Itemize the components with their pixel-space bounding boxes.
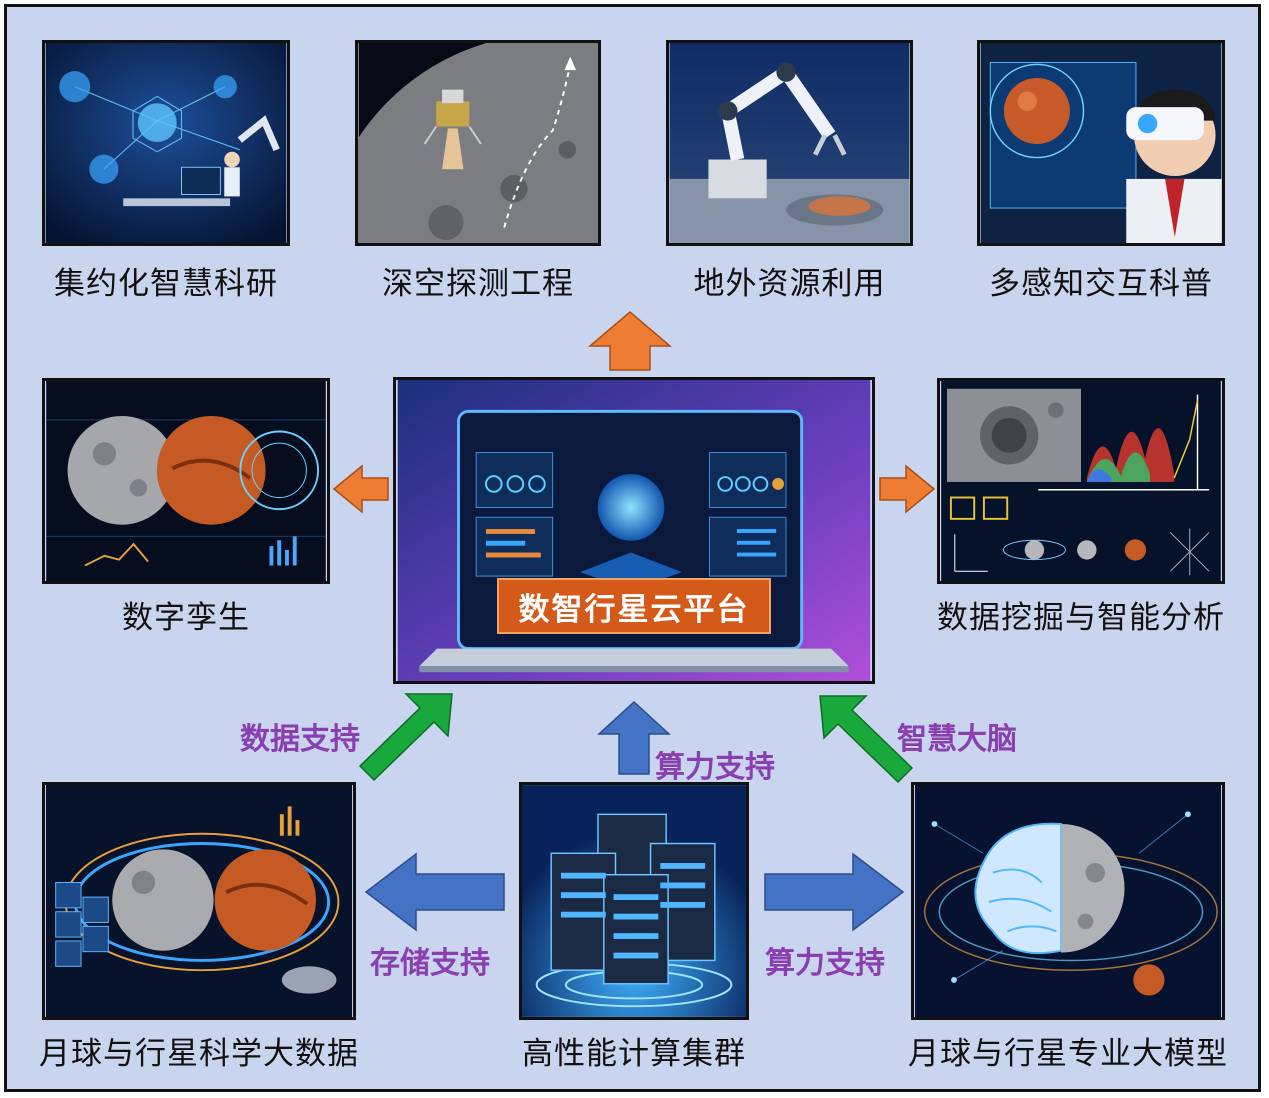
data-orbit-icon <box>45 785 353 1017</box>
big-data-image <box>42 782 356 1020</box>
laptop-dashboard-icon <box>397 380 871 681</box>
robot-arm-icon <box>669 43 910 243</box>
science-pop-caption: 多感知交互科普 <box>989 266 1213 302</box>
platform-image <box>393 377 875 684</box>
platform-title: 数智行星云平台 <box>497 578 771 634</box>
big-data-caption: 月球与行星科学大数据 <box>39 1036 359 1072</box>
deep-space-image <box>355 40 601 246</box>
resource-image <box>666 40 913 246</box>
left-arrow-orange <box>332 464 389 514</box>
brain-moon-icon <box>914 785 1222 1017</box>
blue-arrow-right <box>764 852 905 932</box>
green-arrow-right <box>819 695 914 784</box>
digital-twin-caption: 数字孪生 <box>122 600 250 636</box>
digital-twin-image <box>42 378 330 584</box>
resource-caption: 地外资源利用 <box>693 266 886 302</box>
vr-headset-icon <box>980 43 1222 243</box>
large-model-caption: 月球与行星专业大模型 <box>908 1036 1228 1072</box>
right-arrow-orange <box>879 464 936 514</box>
deep-space-caption: 深空探测工程 <box>382 266 574 302</box>
green-arrow-left <box>358 693 453 782</box>
server-cluster-icon <box>522 785 746 1017</box>
planet-twin-icon <box>46 381 326 581</box>
research-image <box>42 40 290 246</box>
compute-support-up-label: 算力支持 <box>655 750 775 785</box>
up-arrow-orange <box>588 311 672 371</box>
hpc-caption: 高性能计算集群 <box>522 1036 746 1072</box>
data-support-label: 数据支持 <box>240 722 360 757</box>
research-caption: 集约化智慧科研 <box>54 266 278 302</box>
compute-support-right-label: 算力支持 <box>765 946 885 981</box>
lander-icon <box>358 43 598 243</box>
data-mining-image <box>937 378 1225 584</box>
spectrum-chart-icon <box>941 381 1221 581</box>
data-mining-caption: 数据挖掘与智能分析 <box>937 600 1225 636</box>
smart-brain-label: 智慧大脑 <box>897 722 1017 757</box>
blue-arrow-left <box>364 852 505 932</box>
large-model-image <box>911 782 1225 1020</box>
science-pop-image <box>977 40 1225 246</box>
lab-network-icon <box>45 43 287 243</box>
storage-support-label: 存储支持 <box>370 946 490 981</box>
hpc-image <box>519 782 749 1020</box>
blue-arrow-up <box>597 700 671 775</box>
